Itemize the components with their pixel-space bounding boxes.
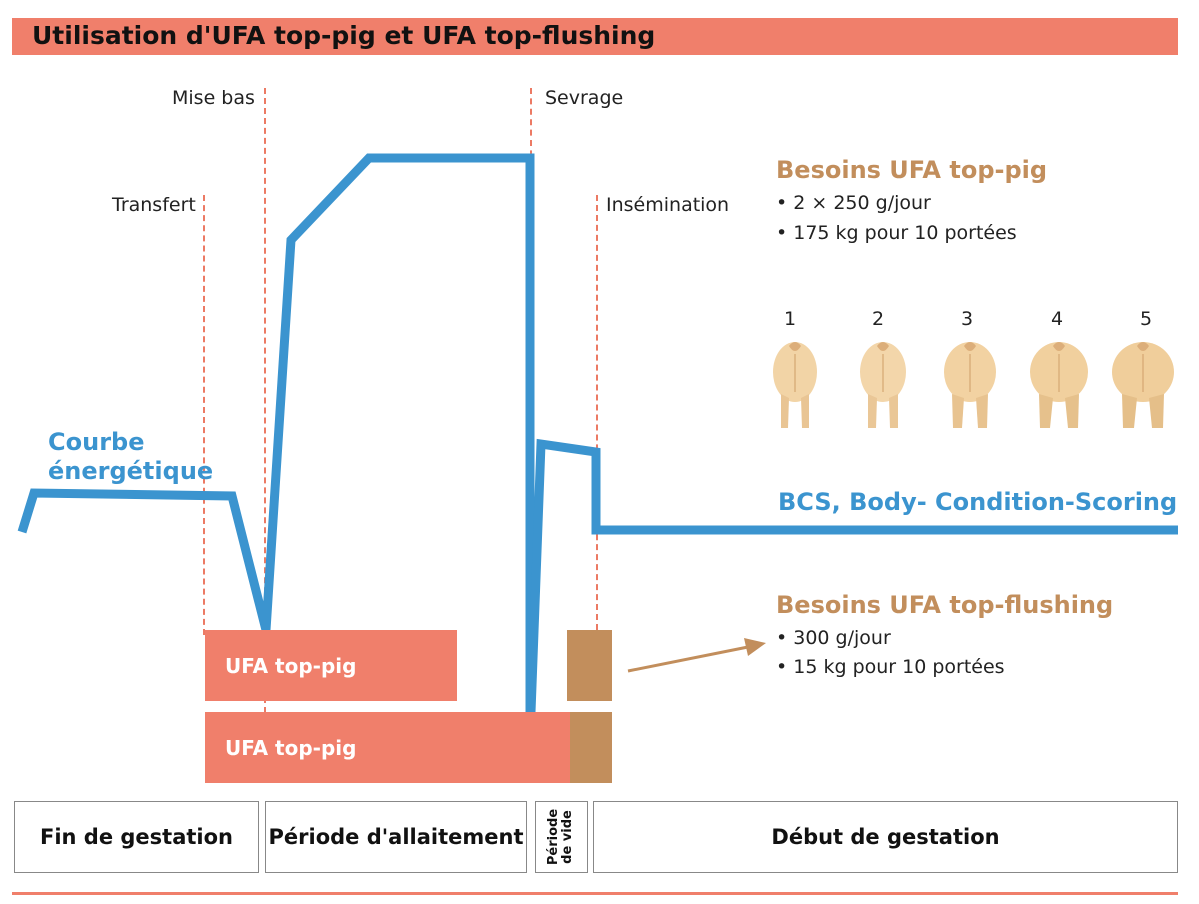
top-pig-bar-2-label: UFA top-pig [225, 736, 357, 760]
insemination-label: Insémination [606, 194, 730, 216]
phase-periode-vide: Période de vide [535, 801, 588, 873]
top-pig-bar-1-label: UFA top-pig [225, 654, 357, 678]
mise-bas-label: Mise bas [172, 87, 255, 109]
bcs-label: BCS, Body- Condition-Scoring [778, 488, 1178, 516]
phase-allaitement: Période d'allaitement [265, 801, 527, 873]
top-pig-bullet-2: • 175 kg pour 10 portées [776, 222, 1017, 244]
phase-fin-gestation: Fin de gestation [14, 801, 259, 873]
bcs-score-4: 4 [1050, 308, 1064, 330]
flushing-arrow-line [627, 645, 749, 673]
phase-periode-vide-label: Période de vide [546, 808, 576, 866]
top-flushing-bullet-2: • 15 kg pour 10 portées [776, 656, 1005, 678]
insemination-line [596, 195, 598, 630]
sevrage-line [530, 88, 532, 198]
bcs-score-3: 3 [960, 308, 974, 330]
page-title: Utilisation d'UFA top-pig et UFA top-flu… [32, 21, 656, 50]
top-flushing-box-1 [567, 630, 612, 701]
flushing-arrow-head [744, 638, 766, 656]
transfert-label: Transfert [112, 194, 196, 216]
pig-bcs-1-icon [773, 342, 817, 428]
pig-bcs-4-icon [1030, 342, 1088, 428]
top-flushing-box-2 [570, 712, 612, 783]
top-pig-bullet-1: • 2 × 250 g/jour [776, 192, 931, 214]
top-flushing-bullet-1: • 300 g/jour [776, 627, 891, 649]
transfert-line [203, 195, 205, 635]
top-pig-title: Besoins UFA top-pig [776, 156, 1048, 184]
bcs-score-2: 2 [871, 308, 885, 330]
phase-debut-gestation: Début de gestation [593, 801, 1178, 873]
pig-bcs-3-icon [944, 342, 996, 428]
sevrage-label: Sevrage [545, 87, 624, 109]
title-bar: Utilisation d'UFA top-pig et UFA top-flu… [12, 18, 1178, 55]
top-pig-bar-1: UFA top-pig [205, 630, 457, 701]
pig-bcs-5-icon [1112, 342, 1174, 428]
bcs-score-5: 5 [1139, 308, 1153, 330]
bcs-score-1: 1 [783, 308, 797, 330]
top-flushing-title: Besoins UFA top-flushing [776, 591, 1114, 619]
bottom-rule [12, 892, 1178, 895]
bcs-curve [526, 438, 1178, 713]
curve-label: Courbe énergétique [48, 428, 214, 485]
pig-bcs-2-icon [860, 342, 906, 428]
mise-bas-line [264, 88, 266, 713]
top-pig-bar-2: UFA top-pig [205, 712, 570, 783]
energy-curve [17, 153, 535, 712]
